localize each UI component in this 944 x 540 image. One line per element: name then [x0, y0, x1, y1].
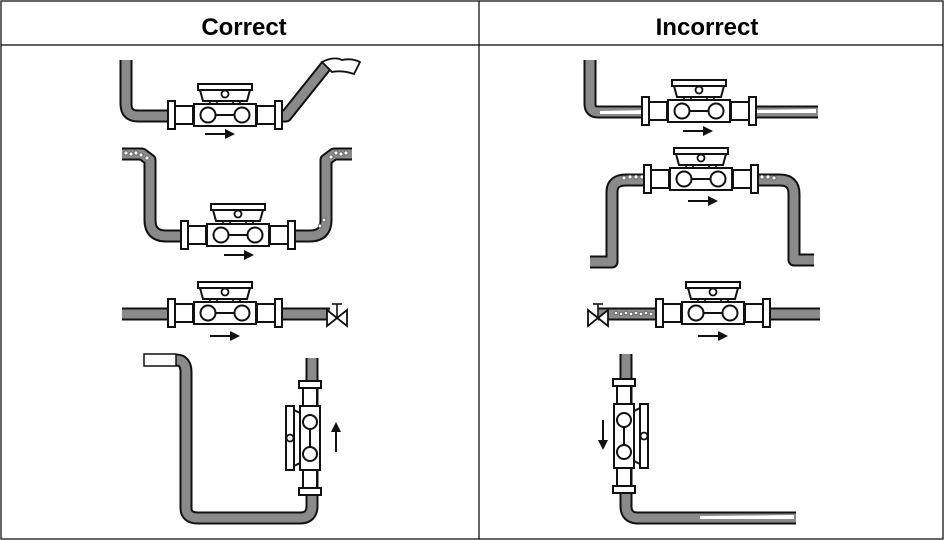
correct-diagram-4 [143, 353, 341, 525]
incorrect-diagram-4 [598, 354, 796, 525]
correct-diagram-1 [119, 57, 362, 140]
incorrect-diagram-2 [590, 147, 814, 269]
incorrect-heading: Incorrect [655, 14, 759, 41]
correct-diagram-2 [122, 147, 352, 261]
down-arrow [598, 420, 608, 450]
up-arrow [331, 422, 341, 452]
correct-diagram-3 [122, 281, 348, 342]
incorrect-diagram-3 [587, 281, 820, 342]
incorrect-diagram-1 [583, 60, 818, 137]
correct-heading: Correct [201, 14, 287, 41]
